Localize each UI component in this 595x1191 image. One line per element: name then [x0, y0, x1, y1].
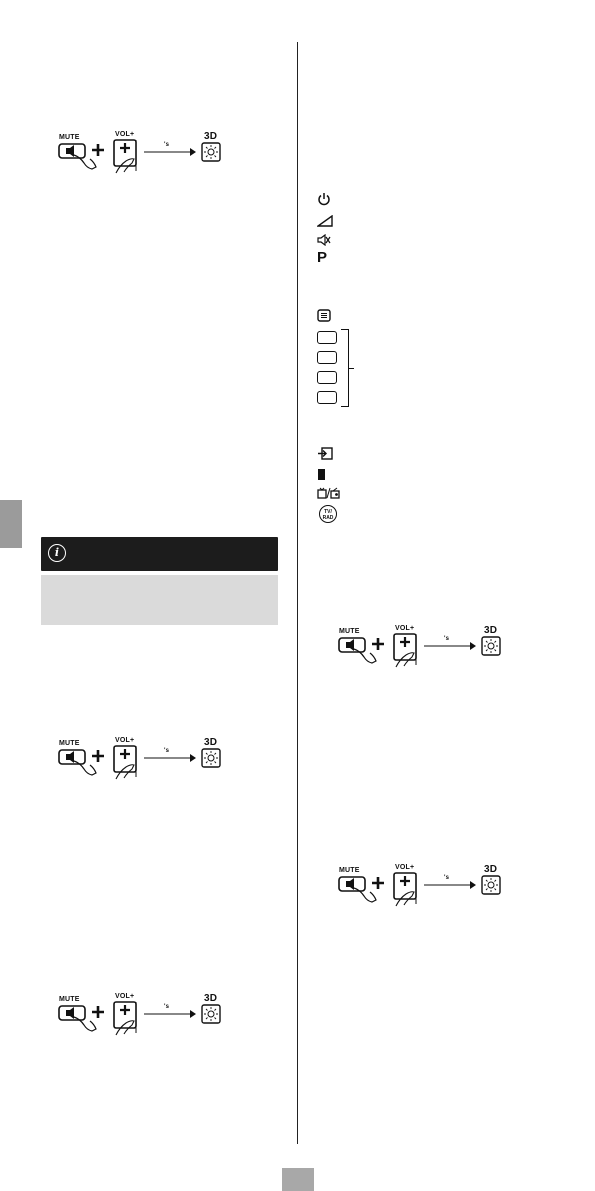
bookmark-icon — [317, 468, 327, 481]
tv-radio-icon — [317, 487, 341, 499]
combo-diagram — [58, 1001, 221, 1036]
page-number-tab — [282, 1168, 314, 1191]
seconds-mark: 's — [164, 142, 170, 148]
info-box-body — [41, 575, 278, 625]
mute-volup-3d-combo: MUTE VOL+ 's 3D — [336, 864, 512, 912]
mute-volup-3d-combo: MUTE VOL+ 's 3D — [336, 625, 512, 673]
tv-rad-bottom: RAD — [322, 515, 334, 521]
mute-icon — [317, 234, 331, 246]
3d-key-label: 3D — [484, 625, 498, 636]
seconds-mark: 's — [164, 748, 170, 754]
mute-volup-3d-combo: MUTE VOL+ 's 3D — [56, 131, 232, 179]
mute-volup-3d-combo: MUTE VOL+ 's 3D — [56, 737, 232, 785]
mute-key-label: MUTE — [339, 867, 360, 874]
tv-rad-top: TV/ — [324, 509, 332, 515]
mute-volup-3d-combo: MUTE VOL+ 's 3D — [56, 993, 232, 1041]
color-keys-bracket — [341, 329, 349, 407]
combo-diagram — [58, 745, 221, 780]
yellow-color-key — [317, 371, 337, 384]
combo-diagram — [338, 633, 501, 668]
combo-diagram — [58, 139, 221, 174]
volume-up-key-label: VOL+ — [395, 864, 415, 871]
blue-color-key — [317, 391, 337, 404]
info-box-header: i — [41, 537, 278, 571]
volume-up-key-label: VOL+ — [115, 993, 135, 1000]
mute-key-label: MUTE — [339, 628, 360, 635]
3d-key-label: 3D — [204, 993, 218, 1004]
source-input-icon — [317, 447, 333, 460]
chapter-side-tab — [0, 500, 22, 548]
seconds-mark: 's — [164, 1004, 170, 1010]
green-color-key — [317, 351, 337, 364]
teletext-icon — [317, 309, 331, 322]
mute-key-label: MUTE — [59, 740, 80, 747]
mute-key-label: MUTE — [59, 996, 80, 1003]
tv-rad-button-icon: TV/ RAD — [319, 505, 337, 523]
volume-up-key-label: VOL+ — [395, 625, 415, 632]
info-icon: i — [48, 544, 66, 562]
seconds-mark: 's — [444, 875, 450, 881]
combo-diagram — [338, 872, 501, 907]
seconds-mark: 's — [444, 636, 450, 642]
volume-up-key-label: VOL+ — [115, 131, 135, 138]
bracket-tick — [349, 368, 354, 370]
volume-up-key-label: VOL+ — [115, 737, 135, 744]
volume-icon — [317, 215, 333, 227]
red-color-key — [317, 331, 337, 344]
mute-key-label: MUTE — [59, 134, 80, 141]
3d-key-label: 3D — [204, 131, 218, 142]
column-divider — [297, 42, 298, 1144]
3d-key-label: 3D — [204, 737, 218, 748]
3d-key-label: 3D — [484, 864, 498, 875]
program-icon: P — [317, 249, 328, 266]
power-icon — [317, 192, 331, 206]
